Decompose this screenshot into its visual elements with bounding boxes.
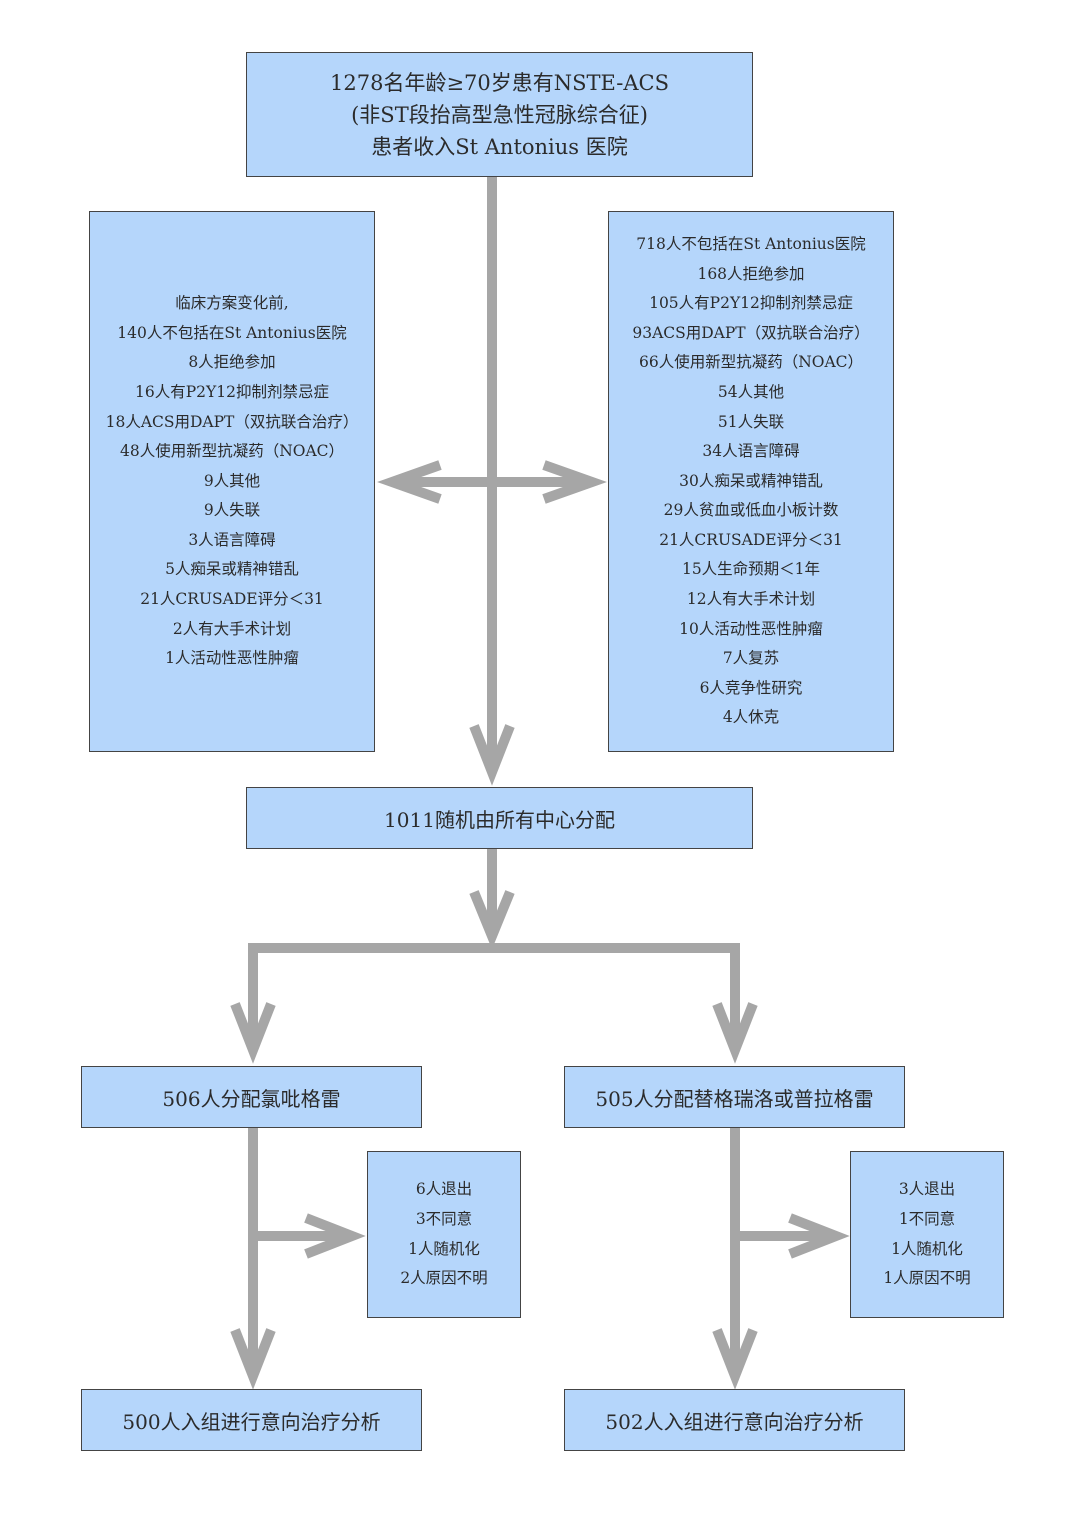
right-exclusion-item: 6人竞争性研究 <box>699 678 803 697</box>
split-bar <box>248 943 740 1050</box>
right-itt-analysis-box: 502人入组进行意向治疗分析 <box>564 1389 905 1451</box>
right-exclusions-box: 718人不包括在St Antonius医院 168人拒绝参加 105人有P2Y1… <box>608 211 894 752</box>
right-exclusion-item: 4人休克 <box>722 708 780 727</box>
left-exclusion-item: 140人不包括在St Antonius医院 <box>117 323 347 342</box>
left-exclusion-item: 16人有P2Y12抑制剂禁忌症 <box>135 382 329 401</box>
right-exclusion-item: 30人痴呆或精神错乱 <box>679 471 823 490</box>
left-exclusion-item: 8人拒绝参加 <box>188 353 276 372</box>
right-exclusion-item: 54人其他 <box>717 382 785 401</box>
right-withdrawal-item: 1人原因不明 <box>883 1269 971 1288</box>
right-withdrawal-item: 1人随机化 <box>891 1239 963 1258</box>
right-arm-arrowhead <box>712 1002 758 1064</box>
left-itt-analysis-box: 500人入组进行意向治疗分析 <box>81 1389 422 1451</box>
randomized-box: 1011随机由所有中心分配 <box>246 787 753 849</box>
enrolled-line-1: 1278名年龄≥70岁患有NSTE-ACS <box>330 70 669 95</box>
right-exclusion-item: 34人语言障碍 <box>702 442 800 461</box>
right-exclusion-item: 105人有P2Y12抑制剂禁忌症 <box>649 294 853 313</box>
split-stem-arrowhead <box>469 890 515 950</box>
left-withdrawal-item: 3不同意 <box>415 1209 473 1228</box>
left-exclusion-item: 48人使用新型抗凝药（NOAC） <box>119 442 345 461</box>
right-exclusion-item: 718人不包括在St Antonius医院 <box>636 234 866 253</box>
left-exclusion-item: 3人语言障碍 <box>188 530 276 549</box>
left-exclusion-item: 临床方案变化前, <box>175 294 289 313</box>
right-withdrawal-item: 1不同意 <box>898 1209 956 1228</box>
ticagrelor-prasugrel-arm-box: 505人分配替格瑞洛或普拉格雷 <box>564 1066 905 1128</box>
left-exclusion-item: 9人失联 <box>203 501 261 520</box>
left-withdrawal-item: 1人随机化 <box>408 1239 480 1258</box>
enrolled-patients-box: 1278名年龄≥70岁患有NSTE-ACS (非ST段抬高型急性冠脉综合征) 患… <box>246 52 753 177</box>
main-trunk-arrowhead <box>469 724 515 786</box>
right-exclusion-item: 21人CRUSADE评分＜31 <box>659 530 843 549</box>
left-arm-arrowhead <box>230 1002 276 1064</box>
left-exclusions-box: 临床方案变化前, 140人不包括在St Antonius医院 8人拒绝参加 16… <box>89 211 375 752</box>
randomized-label: 1011随机由所有中心分配 <box>384 807 615 832</box>
clopidogrel-arm-label: 506人分配氯吡格雷 <box>162 1086 341 1111</box>
left-exclusion-arrowhead <box>377 460 442 504</box>
left-withdrawal-item: 2人原因不明 <box>400 1269 488 1288</box>
left-exclusion-item: 9人其他 <box>203 471 261 490</box>
right-exclusion-arrowhead <box>542 460 607 504</box>
left-withdraw-arrowhead <box>304 1213 366 1259</box>
right-exclusion-item: 7人复苏 <box>722 649 780 668</box>
clopidogrel-arm-box: 506人分配氯吡格雷 <box>81 1066 422 1128</box>
left-withdrawal-item: 6人退出 <box>415 1180 473 1199</box>
enrolled-line-2: (非ST段抬高型急性冠脉综合征) <box>351 102 648 127</box>
right-itt-analysis-label: 502人入组进行意向治疗分析 <box>605 1409 864 1434</box>
right-itt-arrowhead <box>712 1328 758 1390</box>
left-exclusion-item: 21人CRUSADE评分＜31 <box>140 590 324 609</box>
right-exclusion-item: 29人贫血或低血小板计数 <box>663 501 839 520</box>
right-exclusion-item: 12人有大手术计划 <box>686 590 816 609</box>
right-withdrawal-item: 3人退出 <box>898 1180 956 1199</box>
left-itt-analysis-label: 500人入组进行意向治疗分析 <box>122 1409 381 1434</box>
left-exclusion-item: 1人活动性恶性肿瘤 <box>165 649 299 668</box>
enrolled-line-3: 患者收入St Antonius 医院 <box>371 134 628 159</box>
right-exclusion-item: 66人使用新型抗凝药（NOAC） <box>638 353 864 372</box>
right-withdrawal-box: 3人退出 1不同意 1人随机化 1人原因不明 <box>850 1151 1004 1318</box>
right-exclusion-item: 93ACS用DAPT（双抗联合治疗） <box>632 323 870 342</box>
left-exclusion-item: 5人痴呆或精神错乱 <box>165 560 299 579</box>
left-itt-arrowhead <box>230 1328 276 1390</box>
ticagrelor-prasugrel-arm-label: 505人分配替格瑞洛或普拉格雷 <box>595 1086 874 1111</box>
left-exclusion-item: 2人有大手术计划 <box>172 619 292 638</box>
right-exclusion-item: 168人拒绝参加 <box>697 264 805 283</box>
right-exclusion-item: 51人失联 <box>717 412 785 431</box>
right-exclusion-item: 15人生命预期＜1年 <box>681 560 821 579</box>
left-withdrawal-box: 6人退出 3不同意 1人随机化 2人原因不明 <box>367 1151 521 1318</box>
right-withdraw-arrowhead <box>788 1213 850 1259</box>
right-exclusion-item: 10人活动性恶性肿瘤 <box>679 619 823 638</box>
left-exclusion-item: 18人ACS用DAPT（双抗联合治疗） <box>105 412 359 431</box>
